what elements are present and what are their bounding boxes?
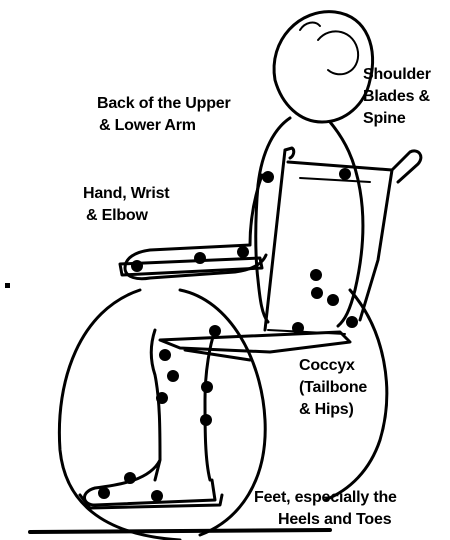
- label-upper-arm: Back of the Upper & Lower Arm: [97, 93, 231, 137]
- label-line: & Lower Arm: [97, 115, 231, 137]
- label-line: & Elbow: [83, 205, 169, 227]
- label-feet: Feet, especially the Heels and Toes: [254, 487, 397, 531]
- torso: [256, 118, 363, 326]
- label-line: (Tailbone: [299, 377, 367, 399]
- label-line: & Hips): [299, 399, 367, 421]
- label-line: Spine: [363, 108, 431, 130]
- label-line: Coccyx: [299, 355, 367, 377]
- leg: [84, 330, 215, 505]
- label-shoulder: Shoulder Blades & Spine: [363, 64, 431, 130]
- label-line: Back of the Upper: [97, 93, 231, 115]
- label-line: Blades &: [363, 86, 431, 108]
- label-coccyx: Coccyx (Tailbone & Hips): [299, 355, 367, 421]
- bullet-mark: [5, 283, 10, 288]
- label-hand: Hand, Wrist & Elbow: [83, 183, 169, 227]
- label-line: Shoulder: [363, 64, 431, 86]
- head: [274, 12, 373, 122]
- label-line: Feet, especially the: [254, 487, 397, 509]
- label-line: Hand, Wrist: [83, 183, 169, 205]
- label-line: Heels and Toes: [254, 509, 397, 531]
